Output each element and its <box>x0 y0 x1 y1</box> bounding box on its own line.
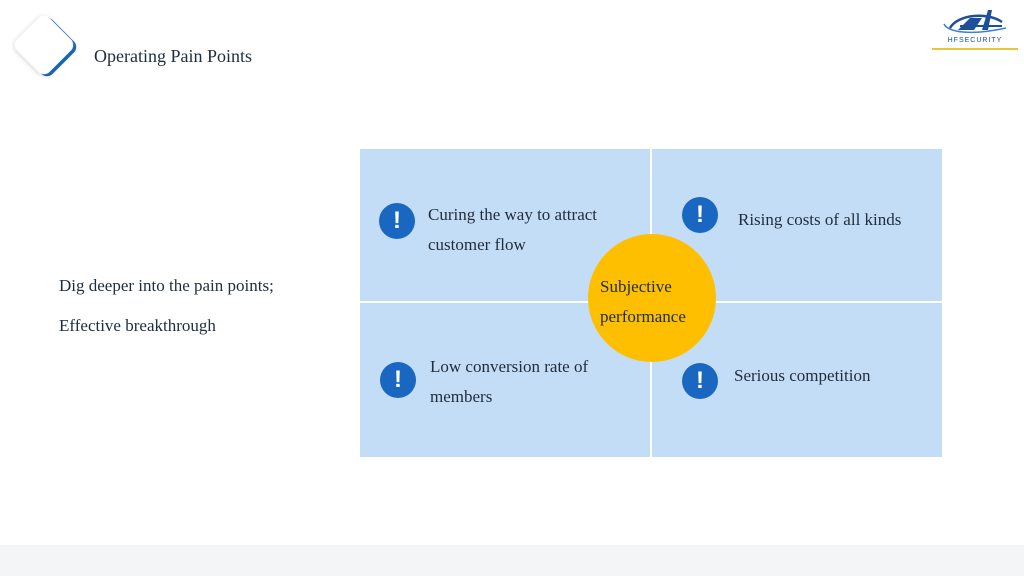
brand-underline <box>932 48 1018 50</box>
brand-name: HFSECURITY <box>947 37 1003 44</box>
brand-emblem-icon <box>943 10 1007 34</box>
quadrant-label-bottom-left: Low conversion rate of members <box>430 357 589 406</box>
quadrant-label-top-left: Curing the way to attract customer flow <box>428 205 598 254</box>
center-label: Subjective performance <box>600 277 686 326</box>
side-text-line-2: Effective breakthrough <box>59 316 216 335</box>
page-title: Operating Pain Points <box>94 46 252 66</box>
hfsecurity-logo: HFSECURITY <box>930 6 1020 54</box>
quadrant-label-bottom-right: Serious competition <box>734 366 871 385</box>
footer-band <box>0 545 1024 576</box>
corner-diamond-logo <box>12 12 82 82</box>
alert-icon-bottom-right: ! <box>682 363 718 399</box>
alert-icon-bottom-left: ! <box>380 362 416 398</box>
quadrant-label-top-right: Rising costs of all kinds <box>738 210 902 229</box>
alert-icon-top-right: ! <box>682 197 718 233</box>
center-circle <box>588 234 716 362</box>
alert-icon-top-left: ! <box>379 203 415 239</box>
side-text-line-1: Dig deeper into the pain points; <box>59 276 274 295</box>
